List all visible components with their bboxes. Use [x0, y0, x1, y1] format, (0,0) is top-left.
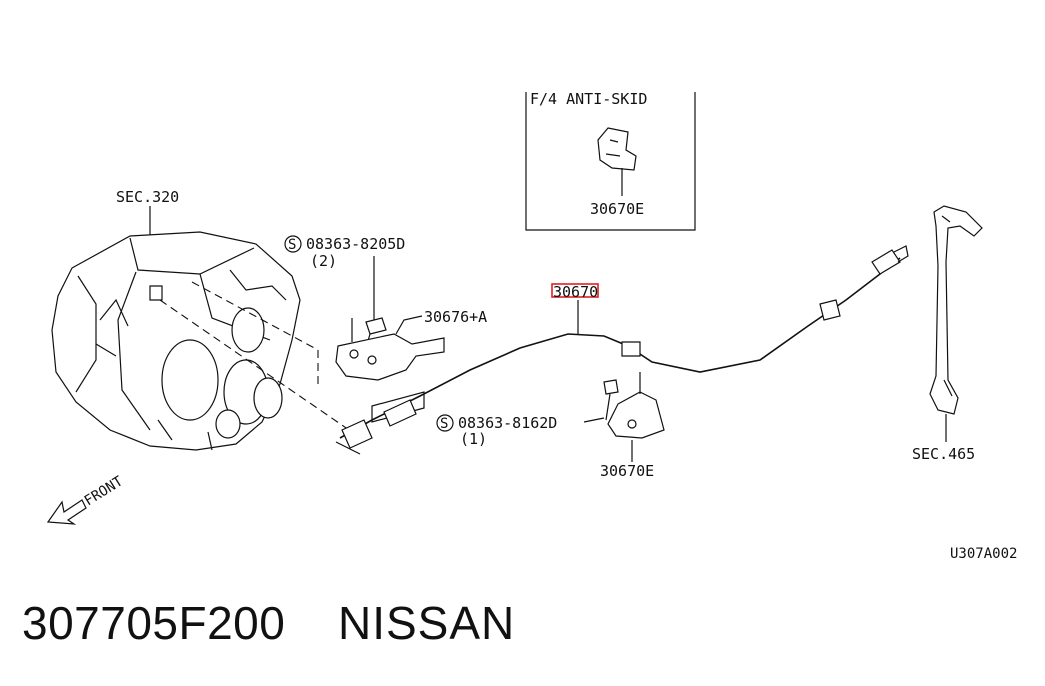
lower-bolt-icon	[603, 379, 619, 421]
s-symbol-lower-text: S	[440, 416, 448, 432]
clutch-pedal-lever-icon: SEC.465	[912, 205, 983, 463]
clutch-cable-icon: 30670	[335, 245, 909, 455]
s-symbol-lower	[436, 414, 454, 432]
bracket-30676-icon: 30676+A	[335, 308, 487, 381]
inset-bracket-icon	[597, 127, 637, 196]
cable-part-label: 30670	[553, 283, 598, 301]
brand-name: NISSAN	[338, 597, 516, 649]
bracket-upper-label: 30676+A	[424, 308, 487, 326]
upper-bolt-callout: S 08363-8205D (2)	[284, 235, 405, 320]
inset-part-label: 30670E	[590, 200, 644, 218]
bracket-upper-leader	[395, 315, 423, 335]
sec-320-label: SEC.320	[116, 188, 179, 206]
bracket-lower-label: 30670E	[600, 462, 654, 480]
front-label: FRONT	[82, 473, 127, 509]
front-arrow-icon: FRONT	[46, 473, 127, 525]
inset-title: F/4 ANTI-SKID	[530, 90, 647, 108]
s-symbol-upper-text: S	[288, 237, 296, 253]
part-number-title: 307705F200	[22, 597, 286, 649]
inset-frame	[525, 92, 696, 231]
bolt-upper-qty: (2)	[310, 252, 337, 270]
bolt-upper-label: 08363-8205D	[306, 235, 405, 253]
lower-bolt-callout: S 08363-8162D (1)	[436, 414, 605, 448]
bolt-lower-leader	[583, 417, 605, 423]
bracket-30670e-icon: 30670E	[600, 372, 665, 480]
anti-skid-inset: F/4 ANTI-SKID 30670E	[525, 90, 696, 231]
bolt-lower-qty: (1)	[460, 430, 487, 448]
guide-line-housing-upper	[191, 281, 319, 351]
cable-highlight-box	[551, 283, 599, 298]
diagram-code: U307A002	[950, 546, 1017, 562]
s-symbol-upper	[284, 235, 302, 253]
bolt-lower-label: 08363-8162D	[458, 414, 557, 432]
transmission-housing-icon: SEC.320	[51, 188, 301, 451]
sec-465-label: SEC.465	[912, 445, 975, 463]
